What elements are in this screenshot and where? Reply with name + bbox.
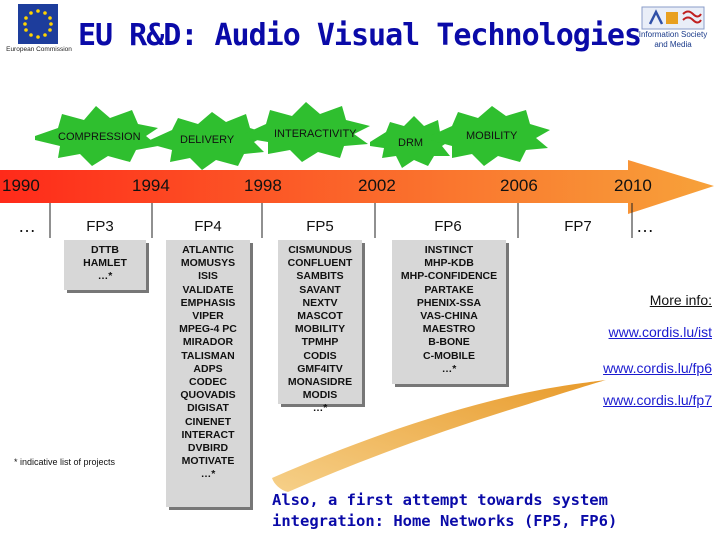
list-item: …* xyxy=(97,270,113,283)
list-item: MHP-CONFIDENCE xyxy=(400,270,498,283)
more-info-label: More info: xyxy=(649,292,712,308)
integration-note: Also, a first attempt towards system int… xyxy=(272,491,618,530)
list-item: MASCOT xyxy=(297,310,343,323)
list-item: TPMHP xyxy=(301,336,339,349)
list-item: SAMBITS xyxy=(296,270,344,283)
list-item: INSTINCT xyxy=(424,244,474,256)
programme-fp4: FP4 xyxy=(194,218,222,235)
interactivity-burst xyxy=(244,102,370,162)
fp4-project-list: ATLANTIC MOMUSYS ISIS VALIDATE EMPHASIS … xyxy=(166,240,250,507)
list-item: MHP-KDB xyxy=(424,257,474,270)
programme-fp7: FP7 xyxy=(564,218,592,235)
programme-fp3: FP3 xyxy=(86,218,114,235)
list-item: CODEC xyxy=(189,376,227,389)
leading-ellipsis: … xyxy=(18,216,36,236)
list-item: MONASIDRE xyxy=(287,376,353,389)
list-item: DIGISAT xyxy=(187,402,229,415)
list-item: MODIS xyxy=(302,389,338,402)
list-item: NEXTV xyxy=(302,296,338,309)
year-1994: 1994 xyxy=(132,176,170,195)
year-1998: 1998 xyxy=(244,176,282,195)
link-cordis-ist[interactable]: www.cordis.lu/ist xyxy=(608,324,712,340)
list-item: SAVANT xyxy=(299,283,341,296)
information-society-logo: Information Society and Media xyxy=(628,4,718,66)
list-item: …* xyxy=(200,468,216,481)
list-item: DVBIRD xyxy=(187,442,229,455)
list-item: EMPHASIS xyxy=(180,296,236,309)
list-item: VALIDATE xyxy=(182,283,234,296)
fp5-project-list: CISMUNDUS CONFLUENT SAMBITS SAVANT NEXTV… xyxy=(278,240,362,414)
list-item: ADPS xyxy=(193,362,223,375)
list-item: CONFLUENT xyxy=(287,257,353,270)
timeline-arrow xyxy=(0,160,714,214)
list-item: MPEG-4 PC xyxy=(179,323,237,336)
list-item: DTTB xyxy=(91,244,119,256)
topic-interactivity: INTERACTIVITY xyxy=(274,128,357,140)
year-2006: 2006 xyxy=(500,176,538,195)
list-item: CISMUNDUS xyxy=(288,244,352,256)
programme-fp5: FP5 xyxy=(306,218,334,235)
trailing-ellipsis: … xyxy=(636,216,654,236)
list-item: MOTIVATE xyxy=(181,455,235,468)
list-item: C-MOBILE xyxy=(423,349,475,362)
timeline-ticks xyxy=(49,203,633,238)
link-cordis-fp7[interactable]: www.cordis.lu/fp7 xyxy=(603,392,712,408)
list-item: PHENIX-SSA xyxy=(416,296,482,309)
european-commission-logo: European Commission xyxy=(0,0,78,62)
list-item: VAS-CHINA xyxy=(420,310,478,323)
list-item: MIRADOR xyxy=(182,336,234,349)
integration-swoosh xyxy=(272,380,606,492)
list-item: VIPER xyxy=(192,310,224,323)
topic-mobility: MOBILITY xyxy=(466,130,518,142)
list-item: MOBILITY xyxy=(294,323,346,336)
list-item: MOMUSYS xyxy=(180,257,236,270)
list-item: …* xyxy=(441,362,457,375)
link-cordis-fp6[interactable]: www.cordis.lu/fp6 xyxy=(603,360,712,376)
information-society-caption: Information Society and Media xyxy=(638,30,708,49)
topic-drm: DRM xyxy=(398,137,424,149)
list-item: PARTAKE xyxy=(424,283,474,296)
ist-emblem-icon xyxy=(641,6,705,30)
list-item: B-BONE xyxy=(428,336,470,349)
delivery-burst xyxy=(150,112,268,170)
page-title: EU R&D: Audio Visual Technologies xyxy=(78,18,642,53)
topic-compression: COMPRESSION xyxy=(58,131,141,143)
eu-flag-icon xyxy=(18,4,58,44)
year-2010: 2010 xyxy=(614,176,652,195)
topic-delivery: DELIVERY xyxy=(180,134,235,146)
list-item: CINENET xyxy=(184,415,232,428)
list-item: TALISMAN xyxy=(181,349,235,362)
year-2002: 2002 xyxy=(358,176,396,195)
list-item: …* xyxy=(312,402,328,415)
drm-burst xyxy=(370,116,454,168)
list-item: GMF4ITV xyxy=(297,362,343,375)
list-item: INTERACT xyxy=(181,428,235,441)
list-item: HAMLET xyxy=(83,257,127,270)
list-item: CODIS xyxy=(303,349,337,362)
list-item: ATLANTIC xyxy=(182,244,234,256)
european-commission-caption: European Commission xyxy=(6,46,72,53)
list-item: ISIS xyxy=(198,270,218,283)
list-item: MAESTRO xyxy=(422,323,476,336)
fp3-project-list: DTTB HAMLET …* xyxy=(64,240,146,290)
compression-burst xyxy=(35,106,158,166)
mobility-burst xyxy=(430,106,550,166)
programme-fp6: FP6 xyxy=(434,218,462,235)
list-item: QUOVADIS xyxy=(180,389,236,402)
fp6-project-list: INSTINCT MHP-KDB MHP-CONFIDENCE PARTAKE … xyxy=(392,240,506,384)
indicative-list-footnote: * indicative list of projects xyxy=(14,457,116,467)
year-1990: 1990 xyxy=(2,176,40,195)
